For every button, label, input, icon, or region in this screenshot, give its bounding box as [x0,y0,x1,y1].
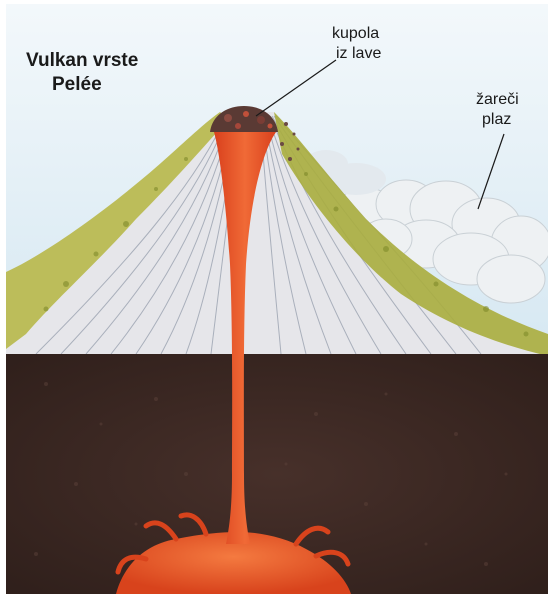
title-line-2: Pelée [52,74,102,95]
dome-label-line-2: iz lave [336,45,381,62]
volcano-diagram: Vulkan vrste Pelée kupola iz lave žareči… [6,4,548,594]
title-line-1: Vulkan vrste [26,50,138,71]
dome-label-line-1: kupola [332,25,379,42]
flow-label-line-1: žareči [476,91,519,108]
diagram-canvas: Vulkan vrste Pelée kupola iz lave žareči… [6,4,548,594]
flow-label-line-2: plaz [482,111,511,128]
